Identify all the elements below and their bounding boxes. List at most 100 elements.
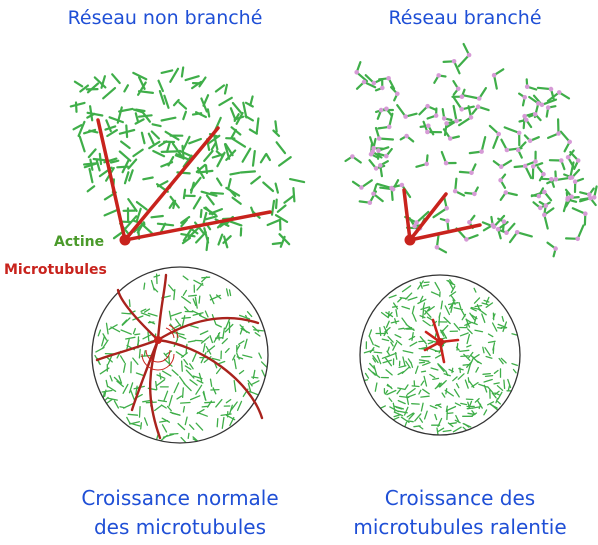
actin-filament [483,378,493,383]
actin-filament [418,389,422,395]
branch-point [587,192,592,197]
actin-filament [78,135,86,153]
branch-point [496,131,502,137]
actin-filament [181,316,191,319]
actin-filament [200,352,207,364]
actin-filament [161,417,171,423]
actin-filament [232,354,236,361]
actin-filament [274,120,278,133]
actin-filament [69,101,86,108]
actin-filament [135,201,148,211]
actin-filament [420,380,425,386]
actin-filament [455,414,460,423]
actin-filament [485,296,490,305]
actin-filament [398,327,405,330]
actin-filament [449,291,457,297]
actin-filament [429,373,436,379]
actin-filament [182,289,188,296]
actin-filament [493,369,499,374]
actin-filament [480,136,487,153]
actin-filaments [69,42,598,443]
actin-filament [407,296,418,301]
actin-filament [491,322,498,332]
actin-filament [485,355,493,359]
branch-point [498,164,504,169]
actin-filament [170,311,182,317]
actin-filament [252,369,256,380]
actin-filament [239,170,256,174]
actin-filament [238,340,245,345]
actin-filament [265,152,271,162]
actin-filament [236,344,241,351]
actin-filament [79,84,90,93]
branch-point [399,182,405,188]
actin-filament [104,125,117,131]
actin-filament [403,326,413,330]
actin-filament [401,317,408,326]
actin-filament [180,66,185,78]
actin-filament [462,94,481,100]
branch-point [479,149,484,154]
branch-point [491,224,497,230]
branch-point [522,113,527,119]
actin-filament [503,126,521,134]
actin-filament [224,347,230,354]
actin-filament [156,222,175,227]
actin-filament [251,150,256,167]
actin-filament [260,361,268,368]
actin-filament [209,294,215,305]
branch-point [591,195,597,200]
actin-filament [372,357,377,363]
branch-point [389,185,394,191]
actin-filament [493,382,500,385]
actin-filament [205,236,210,252]
actin-filament [128,382,134,394]
actin-filament [112,231,123,240]
actin-filament [496,400,501,405]
branch-point [425,103,430,109]
actin-filament [179,401,191,404]
actin-filament [470,314,478,320]
actin-filament [276,204,287,213]
actin-filament [397,410,408,414]
actin-filament [390,320,400,324]
branch-point [559,158,564,163]
actin-label: Actine [54,234,105,250]
right-network-centrosome [404,234,416,246]
actin-filament [468,400,473,410]
actin-filament [436,404,442,408]
branch-point [553,176,559,182]
actin-filament [168,394,173,407]
actin-filament [242,101,248,119]
actin-filament [397,399,406,405]
actin-filament [169,195,180,209]
actin-filament [140,308,147,313]
actin-filament [176,395,183,400]
actin-filament [466,333,471,345]
microtubules-label: Microtubules [4,262,107,278]
actin-filament [192,298,197,307]
branch-point [367,200,373,205]
actin-filament [396,103,407,118]
actin-filament [113,376,122,384]
actin-filament [169,432,179,435]
branch-point [378,107,384,113]
actin-filament [161,370,172,377]
actin-filament [452,104,458,123]
actin-filament [408,335,416,341]
actin-filament [420,402,424,412]
actin-filament [235,111,244,125]
actin-filament [182,227,193,242]
actin-filament [439,380,447,388]
actin-filament [419,295,424,302]
actin-filament [437,363,446,372]
actin-filament [418,361,426,364]
branch-point [575,236,580,242]
actin-filament [107,354,113,365]
actin-filament [95,159,101,172]
branch-point [495,226,501,232]
actin-filament [466,407,474,410]
actin-filament [229,404,233,415]
actin-filament [253,329,264,332]
actin-filament [464,379,469,389]
